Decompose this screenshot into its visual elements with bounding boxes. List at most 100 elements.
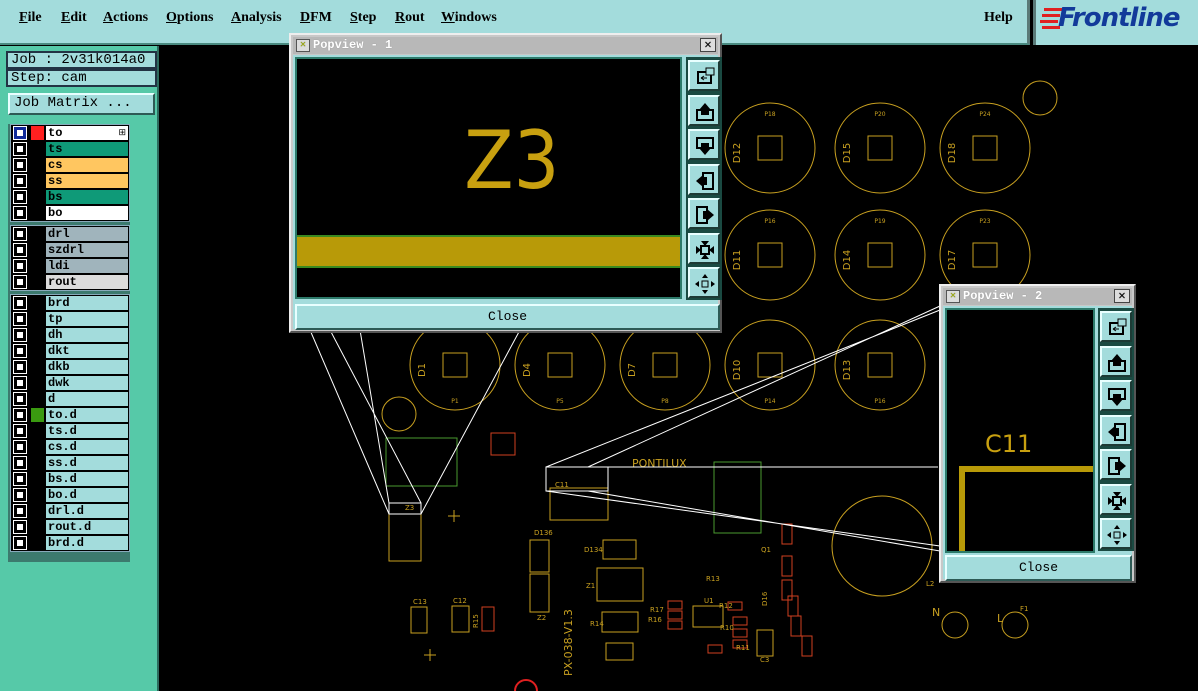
layer-row-dh[interactable]: dh (11, 327, 129, 343)
menu-actions[interactable]: Actions (103, 10, 149, 25)
layer-checkbox[interactable] (13, 259, 27, 273)
layer-row-d[interactable]: d (11, 391, 129, 407)
layer-checkbox[interactable] (13, 296, 27, 310)
zoom-in-button[interactable] (688, 232, 720, 264)
layer-name[interactable]: tp (46, 312, 128, 326)
layer-row-brd[interactable]: brd (11, 295, 129, 311)
layer-color-swatch[interactable] (31, 408, 44, 422)
job-matrix-button[interactable]: Job Matrix ... (8, 93, 155, 115)
menu-rout[interactable]: Rout (395, 10, 425, 25)
layer-row-ldi[interactable]: ldi (11, 258, 129, 274)
layer-row-drl-d[interactable]: drl.d (11, 503, 129, 519)
layer-checkbox[interactable] (13, 360, 27, 374)
layer-name[interactable]: dwk (46, 376, 128, 390)
menu-windows[interactable]: Windows (441, 10, 497, 25)
layer-color-swatch[interactable] (31, 472, 44, 486)
layer-color-swatch[interactable] (31, 520, 44, 534)
zoom-home-button[interactable] (1100, 311, 1132, 342)
layer-name[interactable]: rout (46, 275, 128, 289)
layer-color-swatch[interactable] (31, 126, 44, 140)
layer-checkbox[interactable] (13, 174, 27, 188)
menu-file[interactable]: File (19, 10, 42, 25)
layer-name[interactable]: dkt (46, 344, 128, 358)
menu-edit[interactable]: Edit (61, 10, 87, 25)
layer-checkbox[interactable] (13, 536, 27, 550)
layer-row-ss[interactable]: ss (11, 173, 129, 189)
layer-checkbox[interactable] (13, 440, 27, 454)
zoom-home-button[interactable] (688, 60, 720, 91)
layer-name[interactable]: drl.d (46, 504, 128, 518)
layer-checkbox[interactable] (13, 408, 27, 422)
layer-row-dkt[interactable]: dkt (11, 343, 129, 359)
layer-color-swatch[interactable] (31, 174, 44, 188)
layer-color-swatch[interactable] (31, 227, 44, 241)
layer-row-tp[interactable]: tp (11, 311, 129, 327)
layer-color-swatch[interactable] (31, 328, 44, 342)
layer-checkbox[interactable] (13, 312, 27, 326)
layer-color-swatch[interactable] (31, 376, 44, 390)
layer-name[interactable]: cs (46, 158, 128, 172)
layer-name[interactable]: to.d (46, 408, 128, 422)
zoom-out-button[interactable] (1100, 518, 1132, 549)
layer-color-swatch[interactable] (31, 142, 44, 156)
layer-row-rout[interactable]: rout (11, 274, 129, 290)
layer-name[interactable]: bs.d (46, 472, 128, 486)
layer-name[interactable]: bo (46, 206, 128, 220)
pan-down-button[interactable] (688, 129, 720, 160)
layer-row-dkb[interactable]: dkb (11, 359, 129, 375)
layer-checkbox[interactable] (13, 126, 27, 140)
layer-color-swatch[interactable] (31, 190, 44, 204)
layer-row-ts-d[interactable]: ts.d (11, 423, 129, 439)
layer-name[interactable]: ss.d (46, 456, 128, 470)
layer-color-swatch[interactable] (31, 456, 44, 470)
layer-row-szdrl[interactable]: szdrl (11, 242, 129, 258)
pan-left-button[interactable] (1100, 414, 1132, 446)
menu-step[interactable]: Step (350, 10, 377, 25)
layer-checkbox[interactable] (13, 488, 27, 502)
layer-name[interactable]: dkb (46, 360, 128, 374)
layer-checkbox[interactable] (13, 424, 27, 438)
layer-color-swatch[interactable] (31, 259, 44, 273)
layer-checkbox[interactable] (13, 206, 27, 220)
menu-options[interactable]: Options (166, 10, 214, 25)
layer-color-swatch[interactable] (31, 206, 44, 220)
layer-color-swatch[interactable] (31, 488, 44, 502)
layer-color-swatch[interactable] (31, 312, 44, 326)
layer-row-bo-d[interactable]: bo.d (11, 487, 129, 503)
layer-color-swatch[interactable] (31, 344, 44, 358)
layer-name[interactable]: to (46, 126, 128, 140)
layer-row-dwk[interactable]: dwk (11, 375, 129, 391)
layer-name[interactable]: dh (46, 328, 128, 342)
pan-left-button[interactable] (688, 163, 720, 195)
menu-dfm[interactable]: DFM (300, 10, 332, 25)
popview-1-view[interactable]: Z3 (295, 57, 682, 299)
layer-name[interactable]: drl (46, 227, 128, 241)
layer-color-swatch[interactable] (31, 275, 44, 289)
layer-checkbox[interactable] (13, 275, 27, 289)
layer-name[interactable]: ldi (46, 259, 128, 273)
layer-row-rout-d[interactable]: rout.d (11, 519, 129, 535)
layer-color-swatch[interactable] (31, 536, 44, 550)
layer-name[interactable]: ts.d (46, 424, 128, 438)
pan-up-button[interactable] (688, 94, 720, 126)
popview-2-view[interactable]: C11 (945, 308, 1095, 553)
layer-row-bo[interactable]: bo (11, 205, 129, 221)
layer-checkbox[interactable] (13, 472, 27, 486)
layer-name[interactable]: brd (46, 296, 128, 310)
layer-color-swatch[interactable] (31, 504, 44, 518)
pan-right-button[interactable] (1100, 449, 1132, 480)
popview-1-close-button[interactable]: Close (295, 304, 720, 330)
close-icon[interactable]: ✕ (700, 38, 716, 52)
menu-analysis[interactable]: Analysis (231, 10, 282, 25)
layer-checkbox[interactable] (13, 190, 27, 204)
layer-row-bs[interactable]: bs (11, 189, 129, 205)
layer-checkbox[interactable] (13, 392, 27, 406)
popview-2-titlebar[interactable]: ✕Popview - 2✕ (943, 288, 1132, 305)
layer-checkbox[interactable] (13, 504, 27, 518)
layer-name[interactable]: brd.d (46, 536, 128, 550)
zoom-in-button[interactable] (1100, 483, 1132, 515)
layer-name[interactable]: ss (46, 174, 128, 188)
zoom-out-button[interactable] (688, 267, 720, 298)
layer-name[interactable]: cs.d (46, 440, 128, 454)
layer-checkbox[interactable] (13, 344, 27, 358)
